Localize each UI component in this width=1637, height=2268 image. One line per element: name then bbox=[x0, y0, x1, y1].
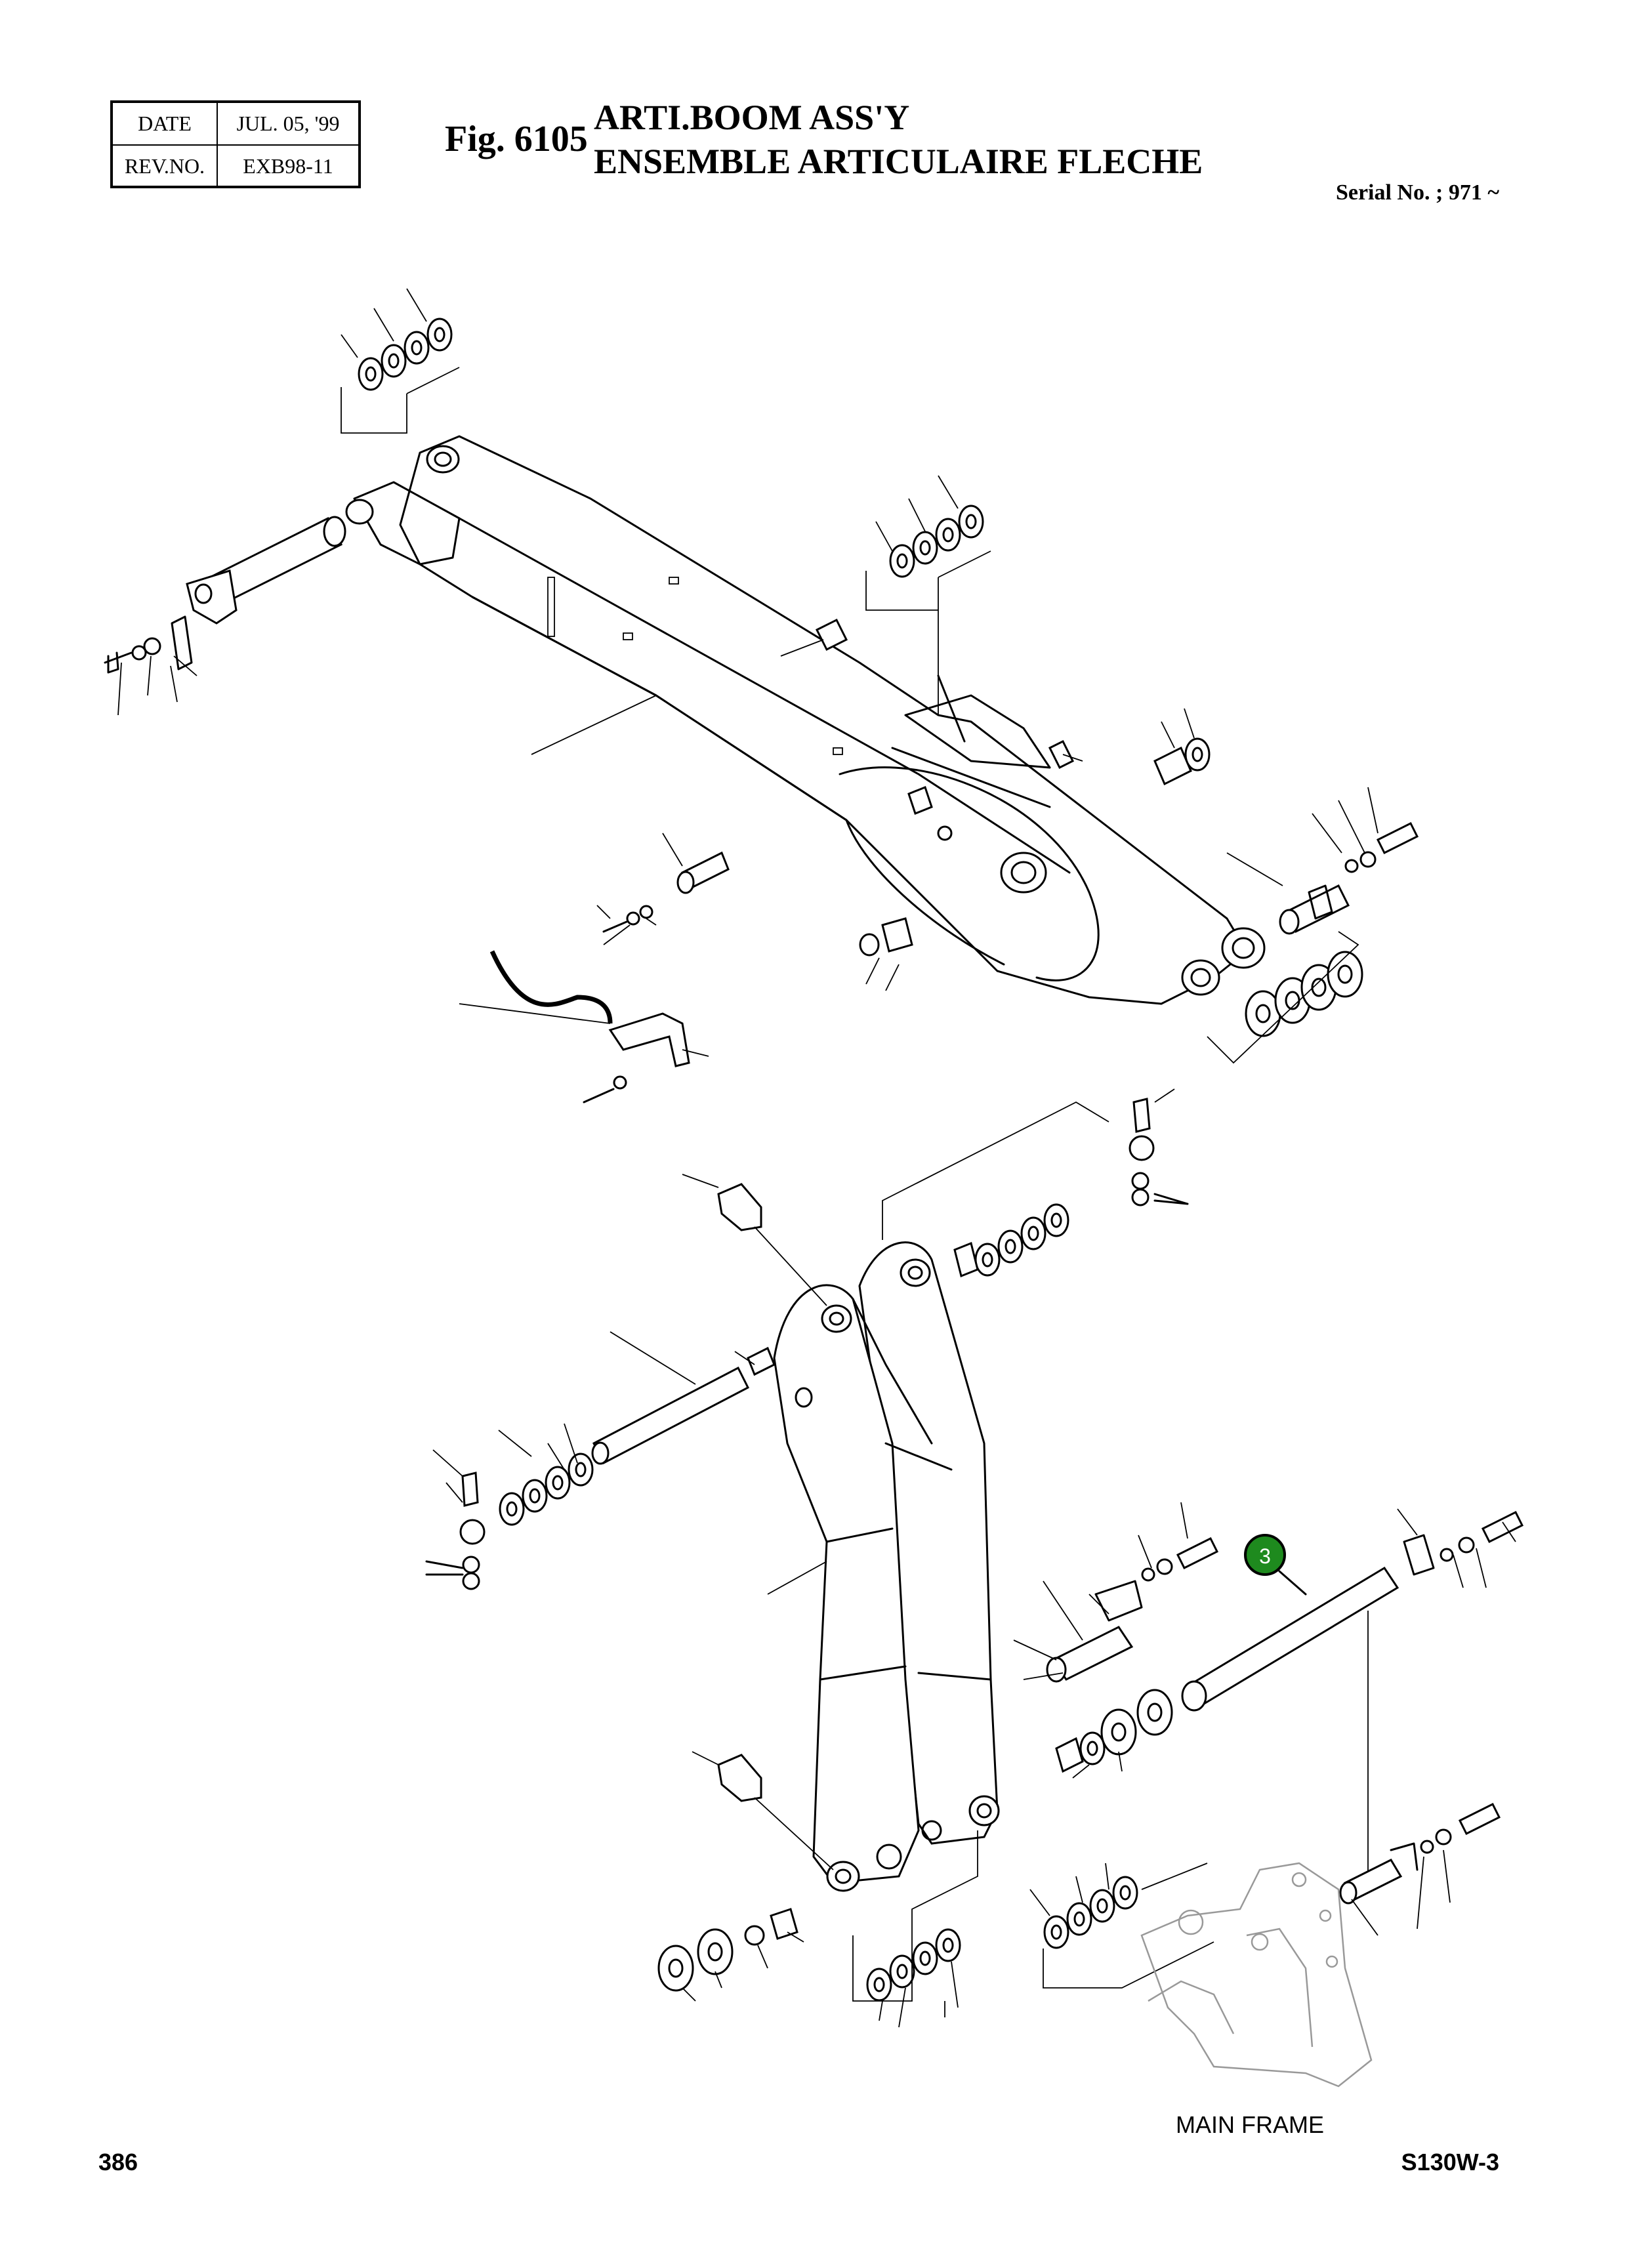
upper-small-parts bbox=[602, 618, 1419, 957]
figure-number: Fig. 6105 bbox=[445, 119, 588, 159]
figure-title-fr: ENSEMBLE ARTICULAIRE FLECHE bbox=[594, 142, 1203, 181]
washer-stack-bottom-left bbox=[657, 1908, 798, 1992]
rev-value: EXB98-11 bbox=[243, 154, 333, 178]
right-bolts-lower-boom bbox=[882, 1098, 1189, 1278]
washer-stack-right-upper bbox=[1207, 931, 1363, 1064]
main-frame-label: MAIN FRAME bbox=[1176, 2111, 1325, 2138]
date-value: JUL. 05, '99 bbox=[236, 112, 340, 135]
header-date-row: DATE JUL. 05, '99 bbox=[113, 103, 358, 144]
lower-boom bbox=[773, 1241, 1000, 1892]
date-label: DATE bbox=[113, 103, 218, 144]
page-number: 386 bbox=[98, 2149, 138, 2175]
cable-and-bracket bbox=[489, 950, 690, 1103]
washer-stack-bottom-right bbox=[1043, 1863, 1214, 1989]
serial-number: Serial No. ; 971 ~ bbox=[1335, 180, 1499, 205]
leader-lines bbox=[117, 288, 1516, 2028]
washer-stack-bottom-center bbox=[852, 1830, 978, 2002]
model-number: S130W-3 bbox=[1401, 2149, 1499, 2175]
washer-stack-top bbox=[341, 318, 460, 434]
rev-label: REV.NO. bbox=[113, 146, 218, 187]
figure-title-en: ARTI.BOOM ASS'Y bbox=[594, 98, 910, 137]
right-middle-pin-set bbox=[1046, 1510, 1524, 1876]
callout-label: 3 bbox=[1259, 1544, 1271, 1568]
part-callout-3[interactable]: 3 bbox=[1244, 1534, 1307, 1596]
header-table: DATE JUL. 05, '99 REV.NO. EXB98-11 bbox=[110, 100, 361, 188]
main-frame-outline bbox=[1140, 1862, 1373, 2088]
header-rev-row: REV.NO. EXB98-11 bbox=[113, 144, 358, 187]
bottom-right-pin bbox=[1339, 1802, 1501, 1905]
washer-stack-mid-top bbox=[865, 505, 991, 715]
upper-boom bbox=[345, 435, 1266, 1005]
grease-fittings-lower bbox=[717, 1183, 834, 1870]
upper-left-pin bbox=[104, 516, 346, 674]
lower-left-pin-assembly bbox=[425, 1346, 776, 1590]
